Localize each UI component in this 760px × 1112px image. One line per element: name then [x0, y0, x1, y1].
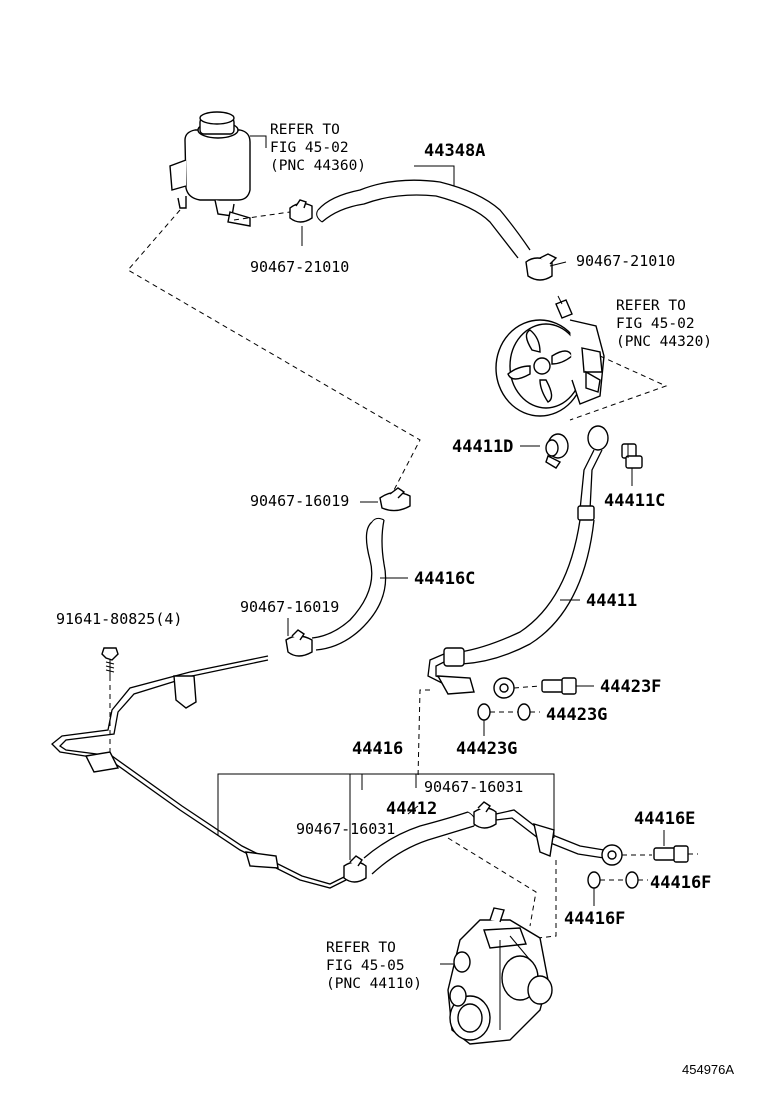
hose-44416c — [311, 517, 387, 651]
label-44416: 44416 — [352, 739, 403, 759]
gear-ref-line1: REFER TO — [326, 940, 396, 956]
reservoir-ref-line3: (PNC 44360) — [270, 158, 366, 174]
gear-ref-note: REFER TO FIG 45-05 (PNC 44110) — [326, 940, 422, 992]
hose-clamp-16031-left — [343, 855, 367, 883]
label-90467-16019-lower: 90467-16019 — [240, 598, 339, 616]
hose-clamp-16019-lower — [285, 629, 313, 657]
washers-44423g — [477, 703, 540, 721]
label-91641-80825: 91641-80825(4) — [56, 610, 182, 628]
bracket-44416-group — [217, 773, 555, 860]
label-44411c: 44411C — [604, 491, 665, 511]
power-steering-pump — [495, 295, 605, 417]
hose-clamp-16031-right — [473, 801, 497, 829]
washers-44416f — [587, 871, 648, 889]
label-44412: 44412 — [386, 799, 437, 819]
label-90467-21010-right: 90467-21010 — [576, 252, 675, 270]
label-44423g-right: 44423G — [546, 705, 607, 725]
figure-id: 454976A — [682, 1062, 734, 1077]
pump-ref-line2: FIG 45-02 — [616, 316, 695, 332]
label-44416f-right: 44416F — [650, 873, 711, 893]
reservoir-ref-line1: REFER TO — [270, 122, 340, 138]
banjo-44423f — [493, 677, 594, 699]
steering-gear — [440, 907, 553, 1045]
gear-ref-line3: (PNC 44110) — [326, 976, 422, 992]
hose-clamp-16019-upper — [379, 487, 411, 512]
pump-ref-line1: REFER TO — [616, 298, 686, 314]
return-tube-to-gear — [495, 809, 698, 866]
cooler-tube-44416 — [51, 655, 347, 889]
label-44348a: 44348A — [424, 141, 485, 161]
label-44423g-lower: 44423G — [456, 739, 517, 759]
reservoir-ref-note: REFER TO FIG 45-02 (PNC 44360) — [270, 122, 366, 174]
label-44416e: 44416E — [634, 809, 695, 829]
pressure-hose-44411 — [427, 425, 609, 695]
union-bolt-44411c — [621, 443, 643, 469]
pump-ref-line3: (PNC 44320) — [616, 334, 712, 350]
label-44411: 44411 — [586, 591, 637, 611]
label-90467-16031-right: 90467-16031 — [424, 778, 523, 796]
label-44423f: 44423F — [600, 677, 661, 697]
reservoir-ref-line2: FIG 45-02 — [270, 140, 349, 156]
fitting-44411d — [545, 433, 569, 469]
label-44416f-lower: 44416F — [564, 909, 625, 929]
label-90467-21010-left: 90467-21010 — [250, 258, 349, 276]
label-90467-16019-upper: 90467-16019 — [250, 492, 349, 510]
hose-44348a — [316, 179, 531, 259]
reservoir-tank — [169, 111, 251, 227]
hose-clamp-pump — [525, 253, 558, 281]
label-44416c: 44416C — [414, 569, 475, 589]
label-90467-16031-left: 90467-16031 — [296, 820, 395, 838]
hose-clamp-reservoir — [289, 199, 313, 223]
pump-ref-note: REFER TO FIG 45-02 (PNC 44320) — [616, 298, 712, 350]
bolt-91641 — [101, 647, 119, 756]
gear-ref-line2: FIG 45-05 — [326, 958, 405, 974]
label-44411d: 44411D — [452, 437, 513, 457]
